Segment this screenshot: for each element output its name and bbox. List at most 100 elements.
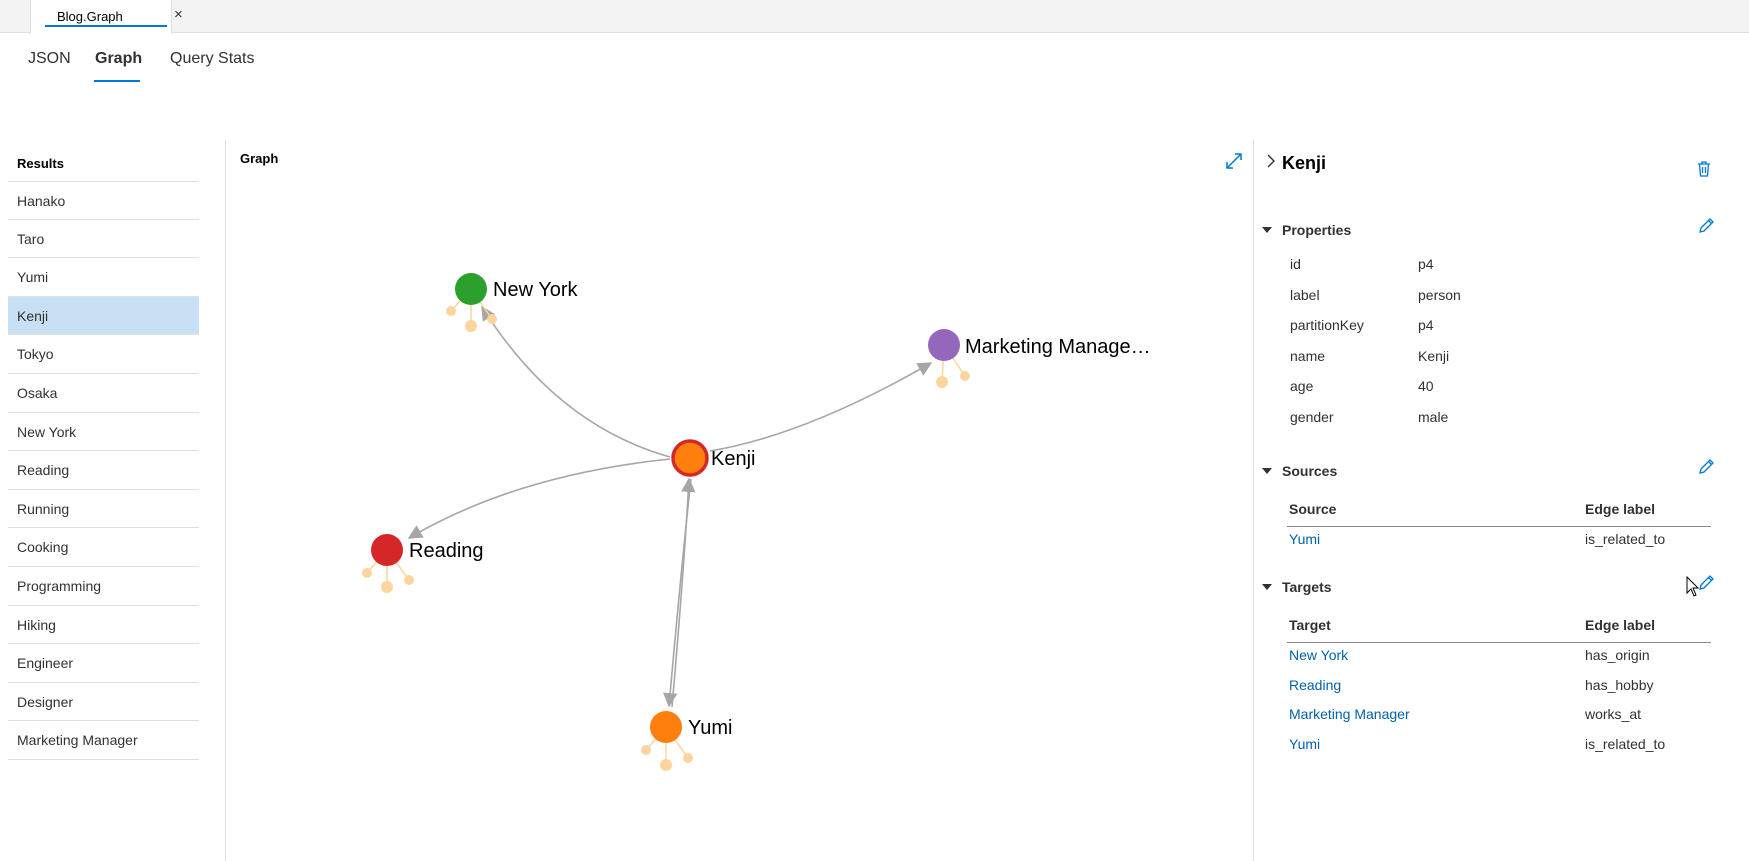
targets-section-header[interactable]: Targets: [1262, 579, 1332, 595]
graph-title: Graph: [240, 151, 279, 166]
edit-sources-pencil-icon[interactable]: [1696, 457, 1716, 477]
results-title: Results: [17, 156, 64, 171]
property-key: age: [1290, 378, 1314, 395]
property-row: id p4: [1290, 256, 1690, 276]
property-key: label: [1290, 286, 1320, 303]
edge-table-row: New York has_origin: [1287, 647, 1711, 669]
result-item[interactable]: Hanako: [8, 181, 199, 220]
edge-label-value: is_related_to: [1585, 531, 1666, 547]
right-panel-divider: [1253, 140, 1254, 861]
node-label: Reading: [409, 540, 484, 562]
result-item[interactable]: New York: [8, 413, 199, 452]
property-key: partitionKey: [1290, 317, 1364, 334]
source-column-header: Source: [1289, 501, 1337, 517]
caret-down-icon: [1262, 584, 1272, 591]
vertex-link[interactable]: Yumi: [1289, 736, 1321, 753]
graph-canvas: New York Marketing Manage… Kenji Reading…: [362, 273, 1151, 771]
tab-query-stats[interactable]: Query Stats: [170, 50, 255, 67]
result-item[interactable]: Programming: [8, 567, 199, 606]
result-item[interactable]: Running: [8, 490, 199, 529]
delete-icon[interactable]: [1696, 160, 1712, 178]
caret-down-icon: [1262, 468, 1272, 475]
result-item[interactable]: Kenji: [8, 296, 199, 336]
edit-targets-pencil-icon[interactable]: [1696, 573, 1716, 593]
document-tab-blog-graph[interactable]: Blog.Graph ×: [30, 0, 183, 34]
edge-table-row: Yumi is_related_to: [1287, 736, 1711, 758]
selected-vertex-title: Kenji: [1282, 153, 1327, 173]
tab-graph[interactable]: Graph: [95, 50, 143, 67]
edit-properties-pencil-icon[interactable]: [1696, 216, 1716, 236]
vertex-link[interactable]: Yumi: [1289, 531, 1321, 547]
caret-down-icon: [1262, 227, 1272, 234]
property-value: p4: [1418, 317, 1434, 334]
edge-label-column-header: Edge label: [1585, 617, 1656, 633]
property-row: label person: [1290, 287, 1690, 307]
property-row: age 40: [1290, 378, 1690, 398]
property-key: gender: [1290, 409, 1334, 425]
targets-table-header: Target Edge label: [1287, 617, 1711, 643]
edge-label-value: works_at: [1585, 706, 1642, 723]
tab-json[interactable]: JSON: [28, 50, 71, 67]
property-value: Kenji: [1418, 347, 1450, 364]
property-row: name Kenji: [1290, 348, 1690, 368]
edge-label-column-header: Edge label: [1585, 501, 1656, 517]
node-label: Kenji: [711, 448, 755, 470]
property-key: name: [1290, 347, 1326, 364]
properties-section-header[interactable]: Properties: [1262, 222, 1351, 238]
result-item[interactable]: Designer: [8, 683, 199, 722]
node-label: New York: [493, 279, 578, 301]
target-column-header: Target: [1289, 617, 1331, 633]
close-tab-icon[interactable]: ×: [174, 6, 183, 23]
edge-table-row: Marketing Manager works_at: [1287, 706, 1711, 728]
result-item[interactable]: Cooking: [8, 528, 199, 567]
property-value: person: [1418, 286, 1461, 303]
property-row: partitionKey p4: [1290, 317, 1690, 337]
edge-kenji-yumi: [662, 478, 692, 708]
node-label: Yumi: [688, 717, 732, 739]
active-tab-indicator: [45, 25, 167, 27]
result-item[interactable]: Osaka: [8, 374, 199, 413]
targets-header-label: Targets: [1282, 579, 1332, 595]
result-item[interactable]: Tokyo: [8, 335, 199, 374]
result-item[interactable]: Reading: [8, 451, 199, 490]
properties-header-label: Properties: [1282, 222, 1352, 238]
result-item[interactable]: Yumi: [8, 258, 199, 297]
sources-header-label: Sources: [1282, 463, 1338, 479]
property-value: male: [1418, 409, 1449, 425]
edge-kenji-reading: [407, 458, 671, 539]
sources-section-header[interactable]: Sources: [1262, 463, 1337, 479]
property-value: p4: [1418, 256, 1434, 272]
document-tab-strip: Blog.Graph ×: [0, 0, 1749, 34]
property-row: gender male: [1290, 409, 1690, 429]
result-item[interactable]: Hiking: [8, 606, 199, 645]
result-item[interactable]: Engineer: [8, 644, 199, 683]
active-subtab-indicator: [94, 80, 140, 82]
edge-label-value: is_related_to: [1585, 736, 1666, 753]
node-new-york[interactable]: New York: [446, 273, 578, 332]
mouse-cursor-icon: [1686, 575, 1700, 598]
left-panel-divider: [225, 140, 226, 861]
vertex-link[interactable]: Reading: [1289, 676, 1342, 693]
property-key: id: [1290, 256, 1301, 272]
result-item[interactable]: Taro: [8, 220, 199, 259]
result-item[interactable]: Marketing Manager: [8, 721, 199, 760]
vertex-link[interactable]: Marketing Manager: [1289, 706, 1410, 723]
node-yumi[interactable]: Yumi: [641, 711, 732, 771]
vertex-link[interactable]: New York: [1289, 647, 1349, 663]
node-label: Marketing Manage…: [965, 336, 1151, 358]
document-tab-label: Blog.Graph: [57, 9, 123, 24]
edge-label-value: has_hobby: [1585, 676, 1654, 693]
property-value: 40: [1418, 378, 1434, 395]
edge-table-row: Yumi is_related_to: [1287, 531, 1711, 553]
node-kenji[interactable]: Kenji: [671, 439, 755, 477]
node-marketing-manager[interactable]: Marketing Manage…: [928, 329, 1151, 388]
edge-table-row: Reading has_hobby: [1287, 677, 1711, 699]
edge-label-value: has_origin: [1585, 647, 1650, 663]
node-reading[interactable]: Reading: [362, 534, 484, 593]
edge-kenji-marketing: [709, 362, 933, 452]
expand-icon[interactable]: [1224, 151, 1244, 171]
edge-yumi-kenji: [671, 477, 696, 708]
chevron-right-icon[interactable]: [1264, 152, 1278, 170]
edge-kenji-newyork: [481, 305, 671, 458]
